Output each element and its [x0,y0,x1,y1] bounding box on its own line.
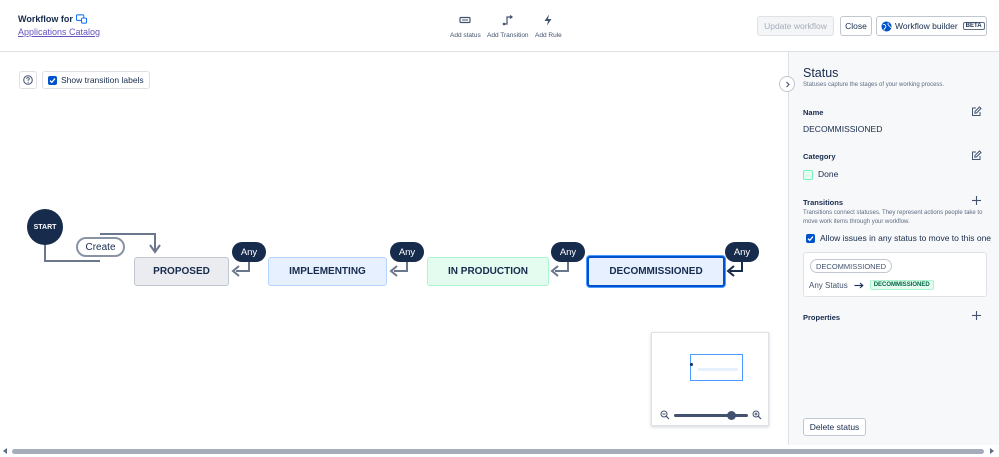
status-node-proposed[interactable]: PROPOSED [134,257,229,286]
category-value[interactable]: Done [803,169,838,180]
properties-label: Properties [803,313,841,322]
transitions-description: Transitions connect statuses. They repre… [803,210,983,225]
beta-badge: BETA [962,22,985,30]
workflow-title: Workflow for [18,14,87,24]
show-labels-checkbox[interactable] [48,75,57,85]
zoom-slider-thumb[interactable] [727,410,736,420]
transition-name-pill: DECOMMISSIONED [810,259,893,273]
any-transition-decommissioned[interactable]: Any [725,242,759,262]
add-property-plus-icon[interactable] [971,310,982,321]
transitions-label: Transitions [803,198,844,207]
question-icon [23,75,33,85]
delete-status-button[interactable]: Delete status [803,418,866,436]
name-value[interactable]: DECOMMISSIONED [803,124,883,134]
edit-name-icon[interactable] [971,106,982,117]
chevron-right-icon [785,81,790,87]
add-transition-plus-icon[interactable] [971,195,982,206]
help-button[interactable] [19,71,37,89]
header: Workflow for Applications Catalog Add st… [0,0,999,52]
checkmark-icon [49,77,56,83]
arrow-right-icon [854,282,864,288]
minimap-nodes [698,368,738,371]
panel-subtitle: Statuses capture the stages of your work… [803,82,945,88]
category-label: Category [803,152,836,161]
status-node-implementing[interactable]: IMPLEMENTING [268,257,387,286]
status-node-in-production[interactable]: IN PRODUCTION [427,257,549,286]
horizontal-scrollbar[interactable] [0,445,999,457]
any-transition-proposed[interactable]: Any [232,242,266,262]
zoom-in-icon[interactable] [752,410,762,420]
allow-any-status-option[interactable]: Allow issues in any status to move to th… [806,233,991,243]
add-status-tool[interactable]: Add status [450,14,481,39]
edit-category-icon[interactable] [971,150,982,161]
status-icon [459,16,471,24]
zoom-out-icon[interactable] [660,410,670,420]
scrollbar-thumb[interactable] [12,449,984,454]
status-node-decommissioned[interactable]: DECOMMISSIONED [587,256,725,287]
create-transition-label[interactable]: Create [76,237,125,257]
lightning-icon [544,14,552,26]
any-transition-implementing[interactable]: Any [390,242,424,262]
minimap-start-dot [690,363,693,366]
checkmark-icon [807,235,814,241]
globe-icon [881,20,892,32]
allow-any-status-checkbox[interactable] [806,233,815,243]
category-color-swatch [803,169,813,180]
workflow-canvas[interactable]: Show transition labels START Create PROP… [0,52,788,457]
show-transition-labels-toggle[interactable]: Show transition labels [42,71,150,89]
scroll-right-icon[interactable] [990,448,994,454]
close-button[interactable]: Close [840,16,872,36]
collapse-panel-button[interactable] [779,76,795,92]
scroll-left-icon[interactable] [3,448,7,454]
add-rule-tool[interactable]: Add Rule [535,14,562,39]
start-node[interactable]: START [27,209,63,245]
transition-icon [502,15,513,26]
project-icon [75,14,87,24]
update-workflow-button[interactable]: Update workflow [757,16,834,36]
zoom-controls [660,409,762,421]
status-details-panel: Status Statuses capture the stages of yo… [788,52,999,445]
project-link[interactable]: Applications Catalog [18,27,101,37]
panel-title: Status [803,66,839,80]
transition-detail-row: Any Status DECOMMISSIONED [809,280,934,290]
any-transition-in-production[interactable]: Any [551,242,585,262]
minimap-viewport[interactable] [690,354,743,381]
transition-card[interactable]: DECOMMISSIONED Any Status DECOMMISSIONED [803,252,987,297]
minimap[interactable] [651,332,769,426]
name-label: Name [803,108,824,117]
target-status-lozenge: DECOMMISSIONED [869,280,934,290]
workflow-builder-button[interactable]: Workflow builder BETA [876,16,987,36]
add-transition-tool[interactable]: Add Transition [487,14,529,39]
zoom-slider[interactable] [674,410,748,420]
